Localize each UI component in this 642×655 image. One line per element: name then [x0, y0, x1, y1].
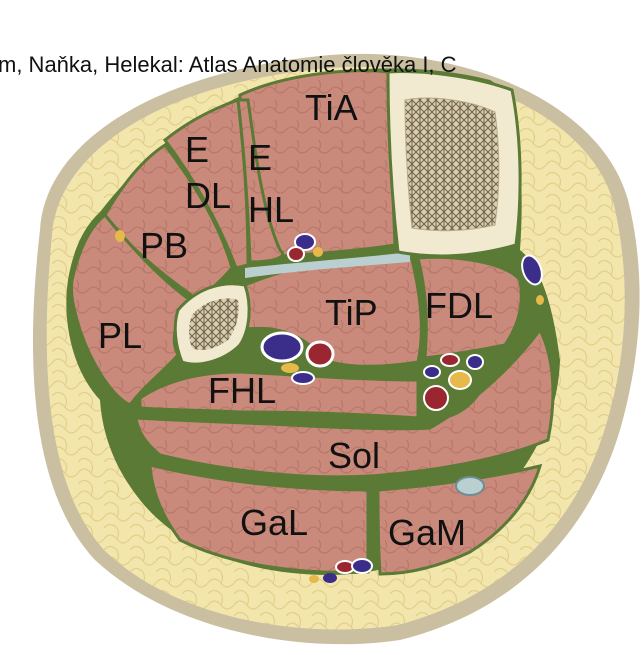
label-sol: Sol — [328, 435, 380, 476]
label-pb: PB — [140, 225, 188, 266]
label-dl: DL — [185, 175, 231, 216]
label-pl: PL — [98, 315, 142, 356]
label-tip: TiP — [325, 292, 378, 333]
label-tia: TiA — [305, 87, 358, 128]
label-gam: GaM — [388, 512, 466, 553]
label-e2: E — [248, 137, 272, 178]
label-fhl: FHL — [208, 370, 276, 411]
caption-text: m, Naňka, Helekal: Atlas Anatomie člověk… — [0, 52, 457, 77]
label-fdl: FDL — [425, 285, 493, 326]
muscle-flexor-hallucis-longus — [140, 372, 418, 418]
label-e1: E — [185, 129, 209, 170]
label-hl: HL — [248, 189, 294, 230]
sural-nerve — [456, 477, 484, 495]
tibia-bone — [388, 72, 520, 256]
peroneal-nerve-dot — [115, 230, 125, 242]
label-gal: GaL — [240, 502, 308, 543]
